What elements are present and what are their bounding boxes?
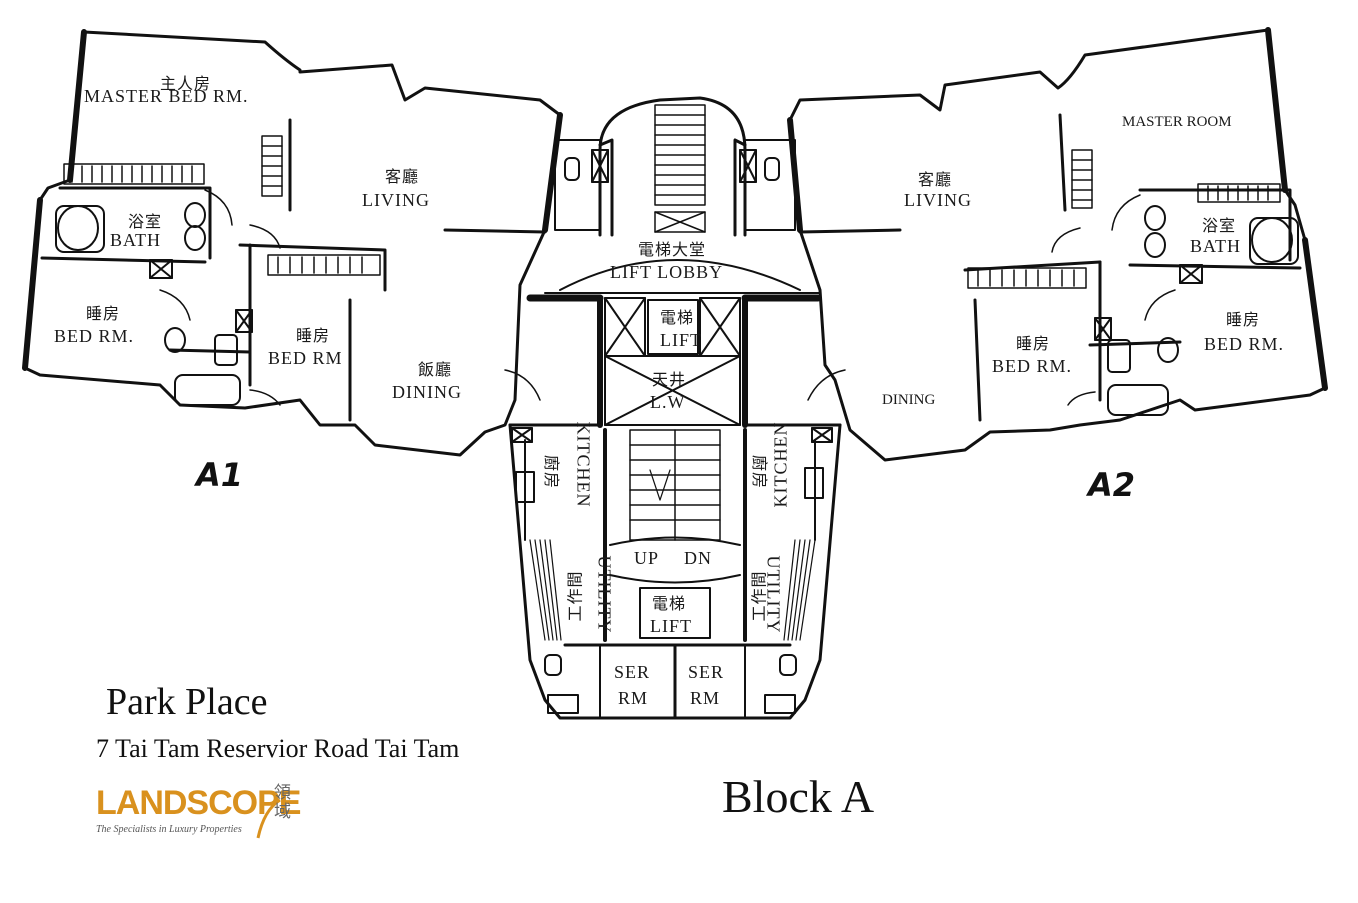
lift-lobby-cn: 電梯大堂 bbox=[638, 242, 707, 259]
core-stair-tower bbox=[598, 96, 747, 237]
a1-utility-en: UTILITY bbox=[594, 555, 615, 634]
lift2-en: LIFT bbox=[650, 616, 692, 636]
a1-bed1-en: BED RM. bbox=[54, 326, 135, 346]
a2-master-room: MASTER ROOM bbox=[1122, 114, 1232, 130]
stair-dn: DN bbox=[684, 548, 712, 568]
a1-living-en: LIVING bbox=[362, 190, 430, 210]
a1-kitchen-cn: 廚房 bbox=[542, 454, 560, 490]
logo-chinese: 領域 bbox=[274, 783, 291, 822]
a1-utility-cn: 工作間 bbox=[567, 570, 585, 622]
a2-utility-en: UTILITY bbox=[763, 555, 784, 634]
unit-label-a1: A1 bbox=[196, 456, 244, 494]
a1-kitchen-en: KITCHEN bbox=[573, 421, 594, 508]
logo-wordmark: LANDSCOPE bbox=[96, 784, 301, 822]
a2-bed1-cn: 睡房 bbox=[1226, 312, 1261, 329]
a1-living-cn: 客廳 bbox=[385, 169, 420, 186]
a2-dining: DINING bbox=[882, 392, 936, 408]
lift1-cn: 電梯 bbox=[660, 310, 695, 327]
ser-room-1-top: SER bbox=[614, 662, 651, 682]
a2-bed2-cn: 睡房 bbox=[1016, 336, 1051, 353]
stair-up: UP bbox=[634, 548, 660, 568]
a1-dining-cn: 飯廳 bbox=[418, 362, 453, 379]
logo-tagline: The Specialists in Luxury Properties bbox=[96, 824, 242, 835]
a2-bath-en: BATH bbox=[1190, 236, 1242, 256]
a1-bath-cn: 浴室 bbox=[128, 214, 163, 231]
block-title: Block A bbox=[722, 771, 875, 822]
lift-lobby-en: LIFT LOBBY bbox=[610, 262, 724, 282]
a2-kitchen-cn: 廚房 bbox=[750, 454, 768, 490]
a1-bed2-cn: 睡房 bbox=[296, 328, 331, 345]
lift2-cn: 電梯 bbox=[652, 596, 687, 613]
a2-bed1-en: BED RM. bbox=[1204, 334, 1285, 354]
a1-bed1-cn: 睡房 bbox=[86, 306, 121, 323]
a2-living-en: LIVING bbox=[904, 190, 972, 210]
a2-kitchen-en: KITCHEN bbox=[770, 421, 791, 508]
ser-room-2-bottom: RM bbox=[690, 688, 721, 708]
lift1-en: LIFT bbox=[660, 330, 702, 350]
lightwell-cn: 天井 bbox=[652, 372, 687, 389]
a1-master-bed-en: MASTER BED RM. bbox=[84, 86, 249, 106]
landscope-logo: LANDSCOPE The Specialists in Luxury Prop… bbox=[96, 780, 316, 840]
a2-bed2-en: BED RM. bbox=[992, 356, 1073, 376]
lightwell-en: L.W bbox=[650, 392, 686, 412]
a1-master-bed-cn: 主人房 bbox=[160, 76, 212, 93]
a2-outer-wall bbox=[788, 28, 1327, 462]
a2-living-cn: 客廳 bbox=[918, 172, 953, 189]
ser-room-1-bottom: RM bbox=[618, 688, 649, 708]
a1-bath-en: BATH bbox=[110, 230, 162, 250]
a2-bath-cn: 浴室 bbox=[1202, 218, 1237, 235]
unit-label-a2: A2 bbox=[1088, 466, 1136, 504]
a1-dining-en: DINING bbox=[392, 382, 462, 402]
ser-room-2-top: SER bbox=[688, 662, 725, 682]
project-name: Park Place bbox=[106, 681, 268, 723]
a1-bed2-en: BED RM bbox=[268, 348, 343, 368]
project-address: 7 Tai Tam Reservior Road Tai Tam bbox=[96, 734, 460, 763]
